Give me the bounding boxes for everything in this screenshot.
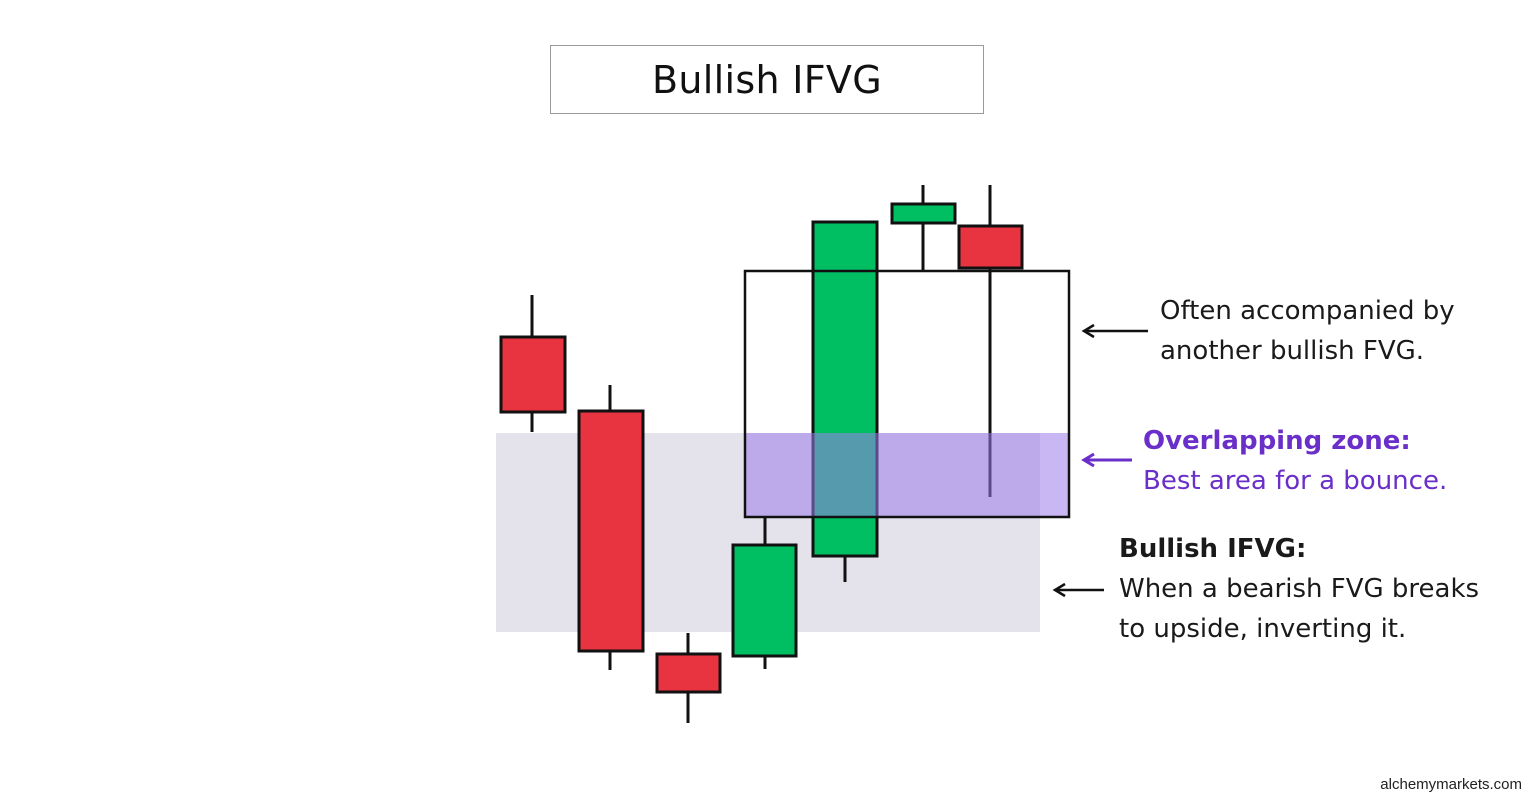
overlap-note-heading: Overlapping zone: [1143,426,1411,456]
overlap-note: Overlapping zone: Best area for a bounce… [1143,421,1447,501]
candle-5 [811,220,879,582]
chart-title: Bullish IFVG [652,57,882,102]
fvg-note-line2: another bullish FVG. [1160,336,1425,366]
candle-2 [577,385,645,670]
candle-4 [731,517,798,669]
arrow-left-icon [1081,323,1148,339]
title-box: Bullish IFVG [550,45,984,114]
bullish-fvg-box [743,269,1071,519]
candle-6 [890,185,957,270]
ifvg-note-line2: to upside, inverting it. [1119,614,1407,644]
fvg-note-line1: Often accompanied by [1160,296,1455,326]
ifvg-note: Bullish IFVG: When a bearish FVG breaks … [1119,529,1479,649]
candle-1 [499,295,567,432]
overlap-note-body: Best area for a bounce. [1143,466,1448,496]
arrow-left-icon [1081,452,1132,468]
arrow-left-icon [1052,582,1104,598]
fvg-note: Often accompanied by another bullish FVG… [1160,291,1455,371]
ifvg-note-heading: Bullish IFVG: [1119,534,1307,564]
ifvg-note-line1: When a bearish FVG breaks [1119,574,1480,604]
source-watermark: alchemymarkets.com [1380,776,1522,793]
candle-3 [655,633,722,723]
overlap-zone [745,433,1069,517]
